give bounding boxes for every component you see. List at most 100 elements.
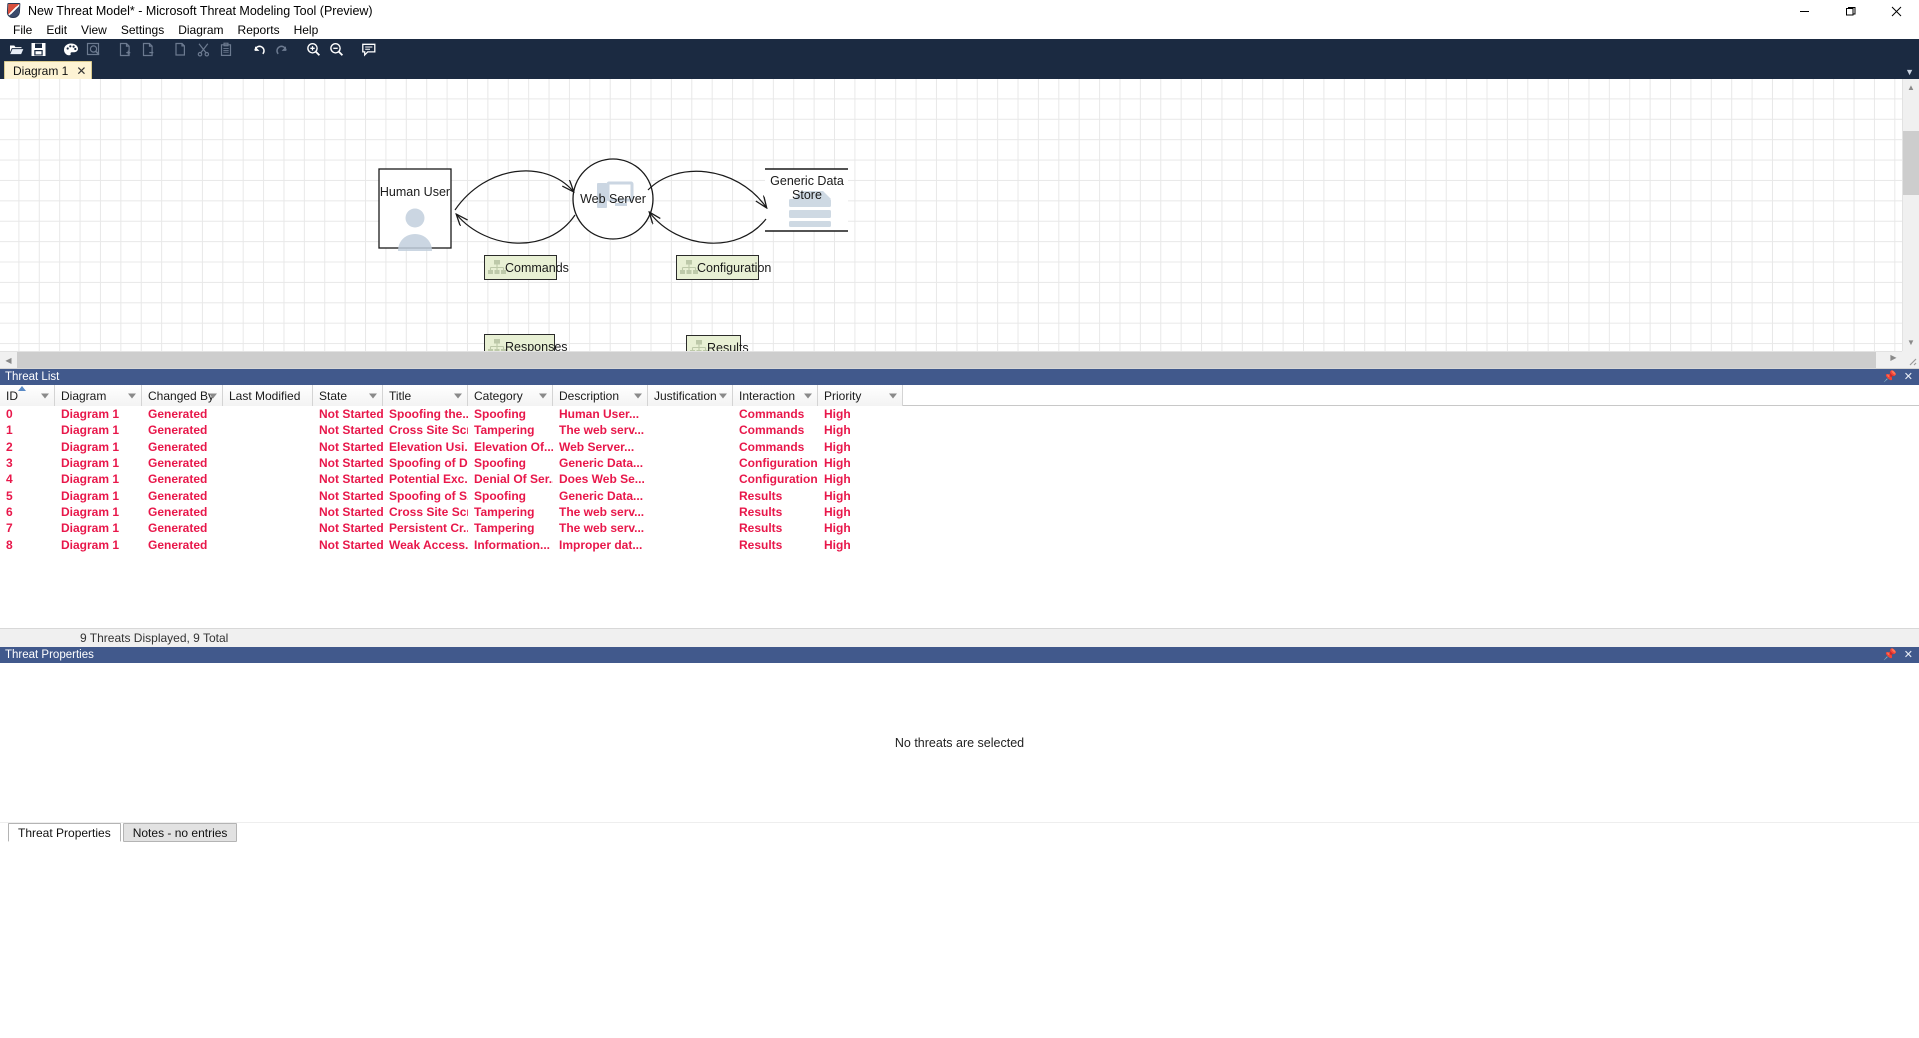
analysis-view-icon[interactable]: [82, 39, 105, 60]
cell-category: Spoofing: [474, 456, 526, 471]
column-header-changed-by[interactable]: Changed By: [142, 385, 223, 406]
tab-threat-properties[interactable]: Threat Properties: [8, 823, 121, 842]
cell-priority: High: [824, 423, 851, 438]
svg-text:Generic Data: Generic Data: [770, 174, 844, 188]
cell-state: Not Started: [319, 537, 383, 552]
save-icon[interactable]: [27, 39, 50, 60]
cell-description: The web serv...: [559, 423, 645, 438]
menu-file[interactable]: File: [13, 23, 33, 37]
column-header-interaction[interactable]: Interaction: [733, 385, 818, 406]
minimize-button[interactable]: [1781, 0, 1827, 22]
cell-priority: High: [824, 537, 851, 552]
menu-view[interactable]: View: [81, 23, 107, 37]
cell-priority: High: [824, 472, 851, 487]
filter-icon[interactable]: [369, 393, 377, 398]
tab-notes[interactable]: Notes - no entries: [122, 823, 238, 842]
column-header-category[interactable]: Category: [468, 385, 553, 406]
cut-icon[interactable]: [192, 39, 215, 60]
threat-list-panel-header: Threat List 📌 ✕: [0, 369, 1919, 385]
undo-icon[interactable]: [247, 39, 270, 60]
cell-category: Tampering: [474, 521, 535, 536]
filter-icon[interactable]: [41, 393, 49, 398]
redo-icon[interactable]: [270, 39, 293, 60]
column-header-id[interactable]: ID: [0, 385, 55, 406]
column-header-description[interactable]: Description: [553, 385, 648, 406]
cell-description: Generic Data...: [559, 488, 644, 503]
scroll-left-icon[interactable]: ◀: [5, 355, 12, 365]
canvas-vertical-scrollbar[interactable]: ▲ ▼: [1902, 79, 1919, 351]
cell-id: 5: [6, 488, 13, 503]
open-icon[interactable]: [4, 39, 27, 60]
add-diagram-icon[interactable]: [114, 39, 137, 60]
diagram-tab-strip: Diagram 1 ✕ ▼: [0, 60, 1919, 79]
scroll-right-icon[interactable]: ▶: [1890, 353, 1897, 362]
palette-icon[interactable]: [59, 39, 82, 60]
tab-close-icon[interactable]: ✕: [76, 63, 87, 78]
column-header-state[interactable]: State: [313, 385, 383, 406]
close-icon[interactable]: ✕: [1903, 370, 1913, 383]
cell-category: Elevation Of...: [474, 439, 553, 454]
scroll-up-icon[interactable]: ▲: [1907, 83, 1915, 92]
cell-id: 6: [6, 504, 13, 519]
cell-interaction: Results: [739, 504, 783, 519]
zoom-out-icon[interactable]: [325, 39, 348, 60]
close-button[interactable]: [1873, 0, 1919, 22]
filter-icon[interactable]: [128, 393, 136, 398]
menu-help[interactable]: Help: [293, 23, 319, 37]
cell-title: Cross Site Scr...: [389, 504, 468, 519]
cell-state: Not Started: [319, 504, 383, 519]
pin-icon[interactable]: 📌: [1883, 370, 1897, 383]
vscroll-thumb[interactable]: [1903, 131, 1919, 195]
copy-diagram-icon[interactable]: [169, 39, 192, 60]
scroll-down-icon[interactable]: ▼: [1907, 338, 1915, 347]
zoom-in-icon[interactable]: [302, 39, 325, 60]
menu-settings[interactable]: Settings: [120, 23, 165, 37]
canvas-horizontal-scrollbar[interactable]: ◀ ▶: [0, 351, 1902, 368]
remove-diagram-icon[interactable]: [137, 39, 160, 60]
filter-icon[interactable]: [209, 393, 217, 398]
cell-diagram: Diagram 1: [61, 488, 120, 503]
cell-priority: High: [824, 456, 851, 471]
flow-label-commands[interactable]: Commands: [484, 255, 569, 280]
notes-icon[interactable]: [357, 39, 380, 60]
title-bar: New Threat Model* - Microsoft Threat Mod…: [0, 0, 1919, 22]
tab-diagram-1[interactable]: Diagram 1 ✕: [4, 61, 93, 79]
resize-grip-icon[interactable]: [1905, 354, 1917, 366]
chevron-down-icon[interactable]: ▼: [1905, 67, 1914, 77]
paste-icon[interactable]: [215, 39, 238, 60]
maximize-button[interactable]: [1827, 0, 1873, 22]
column-header-title[interactable]: Title: [383, 385, 468, 406]
menu-reports[interactable]: Reports: [237, 23, 280, 37]
column-header-diagram[interactable]: Diagram: [55, 385, 142, 406]
hscroll-thumb[interactable]: [17, 352, 1876, 368]
column-header-priority[interactable]: Priority: [818, 385, 903, 406]
filter-icon[interactable]: [454, 393, 462, 398]
filter-icon[interactable]: [889, 393, 897, 398]
cell-changed_by: Generated: [148, 472, 208, 487]
flow-arrow-commands: [454, 170, 573, 211]
menu-edit[interactable]: Edit: [46, 23, 68, 37]
pin-icon[interactable]: 📌: [1883, 648, 1897, 661]
column-header-last-modified[interactable]: Last Modified: [223, 385, 313, 406]
menu-diagram[interactable]: Diagram: [178, 23, 224, 37]
filter-icon[interactable]: [719, 393, 727, 398]
filter-icon[interactable]: [539, 393, 547, 398]
flow-label-configuration[interactable]: Configuration: [676, 255, 771, 280]
filter-icon[interactable]: [634, 393, 642, 398]
column-header-justification[interactable]: Justification: [648, 385, 733, 406]
cell-diagram: Diagram 1: [61, 423, 120, 438]
close-icon[interactable]: ✕: [1903, 648, 1913, 661]
filter-icon[interactable]: [804, 393, 812, 398]
cell-interaction: Configuration: [739, 472, 818, 487]
diagram-canvas[interactable]: Human User Web Server: [0, 79, 1919, 369]
